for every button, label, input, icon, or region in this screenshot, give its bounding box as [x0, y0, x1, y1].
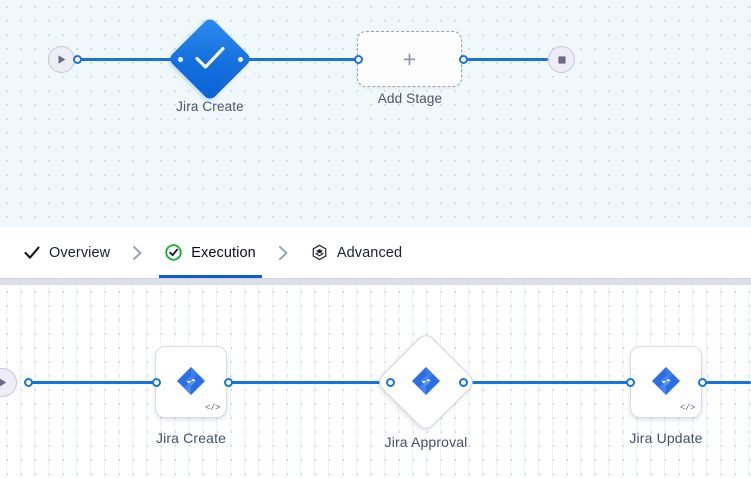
edge-start-to-jira-create [76, 58, 182, 61]
tab-execution-label: Execution [191, 244, 256, 261]
jira-icon [177, 367, 205, 395]
tabbar-divider [0, 278, 751, 285]
step-jira-create-shape[interactable]: </> [155, 346, 227, 418]
port-add-stage-out[interactable] [459, 55, 468, 64]
tab-overview-label: Overview [49, 244, 111, 261]
add-stage-label: Add Stage [377, 91, 443, 106]
port-jira-create-out[interactable] [236, 55, 245, 64]
start-node-circle[interactable] [0, 368, 17, 397]
step-jira-update-label: Jira Update [629, 430, 703, 446]
stop-icon [557, 55, 566, 64]
add-stage-button[interactable]: + [357, 31, 462, 87]
pipeline-canvas-bottom[interactable]: </> Jira Create Jira Approval [0, 285, 751, 478]
step-jira-update[interactable]: </> [630, 346, 702, 418]
port-jira-update-in[interactable] [626, 378, 635, 387]
edge-start-to-jira-create-b [28, 381, 156, 384]
step-jira-approval-label: Jira Approval [384, 434, 468, 450]
port-jira-create-in[interactable] [176, 55, 185, 64]
play-icon [58, 55, 66, 64]
step-jira-approval[interactable] [375, 331, 477, 433]
step-jira-create[interactable]: </> [155, 346, 227, 418]
play-icon [0, 378, 7, 387]
edge-jira-create-to-jira-approval [227, 381, 390, 384]
check-icon [180, 29, 240, 89]
port-add-stage-in[interactable] [354, 55, 363, 64]
stage-jira-create-label: Jira Create [176, 99, 244, 114]
jira-icon [412, 367, 440, 395]
port-jira-create-in-b[interactable] [152, 378, 161, 387]
edge-add-stage-to-end [462, 58, 548, 61]
code-badge: </> [204, 403, 220, 413]
end-node[interactable] [548, 46, 575, 73]
step-jira-create-label: Jira Create [155, 430, 227, 446]
step-jira-update-shape[interactable]: </> [630, 346, 702, 418]
port-jira-update-out[interactable] [698, 378, 707, 387]
port-jira-approval-in[interactable] [386, 378, 395, 387]
tab-advanced-label: Advanced [336, 244, 403, 261]
plus-icon: + [402, 45, 417, 72]
stage-jira-create[interactable] [167, 16, 253, 102]
port-jira-create-out-b[interactable] [224, 378, 233, 387]
start-node[interactable] [48, 46, 75, 73]
code-badge: </> [679, 403, 695, 413]
stage-config-tabs[interactable]: Overview Execution Advanced [0, 227, 751, 278]
pipeline-canvas-top[interactable]: Jira Create + Add Stage [0, 0, 751, 227]
add-stage-box[interactable]: + [357, 31, 462, 87]
start-node-circle[interactable] [48, 46, 75, 73]
chevron-right-icon [278, 245, 289, 261]
end-node-circle[interactable] [548, 46, 575, 73]
check-circle-green-icon [165, 244, 182, 261]
port-start-out[interactable] [73, 55, 82, 64]
check-icon [24, 246, 40, 260]
start-node[interactable] [0, 368, 17, 397]
tab-advanced[interactable]: Advanced [309, 227, 404, 278]
edge-jira-create-to-add-stage [238, 58, 358, 61]
tab-execution[interactable]: Execution [159, 227, 262, 278]
chevron-right-icon [132, 245, 143, 261]
edge-jira-update-out [699, 381, 751, 384]
hexagon-layers-icon [311, 244, 328, 261]
jira-icon [652, 367, 680, 395]
tab-overview[interactable]: Overview [22, 227, 112, 278]
port-start-out-b[interactable] [24, 378, 33, 387]
edge-jira-approval-to-jira-update [462, 381, 627, 384]
port-jira-approval-out[interactable] [459, 378, 468, 387]
